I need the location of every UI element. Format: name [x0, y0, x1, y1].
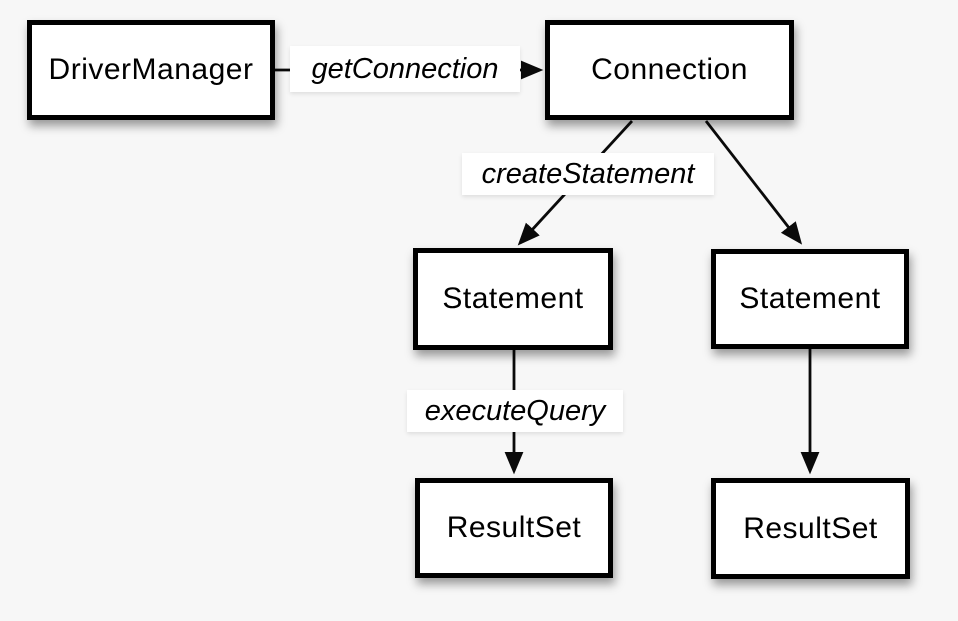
- node-resultset-right: ResultSet: [711, 478, 910, 579]
- node-statement-left-label: Statement: [442, 282, 584, 315]
- edge-label-getconnection: getConnection: [290, 46, 520, 92]
- arrow-connection-to-statement-right: [704, 120, 803, 245]
- node-connection: Connection: [545, 20, 794, 120]
- node-statement-right: Statement: [711, 249, 909, 349]
- node-statement-left: Statement: [413, 248, 613, 350]
- node-statement-right-label: Statement: [739, 282, 881, 315]
- node-connection-label: Connection: [591, 53, 748, 86]
- node-driver-manager-label: DriverManager: [48, 53, 254, 86]
- node-resultset-left-label: ResultSet: [446, 511, 582, 544]
- node-resultset-right-label: ResultSet: [743, 511, 878, 545]
- edge-label-executequery: executeQuery: [407, 390, 623, 432]
- edge-label-createstatement: createStatement: [462, 153, 714, 195]
- node-driver-manager: DriverManager: [27, 20, 275, 120]
- node-resultset-left: ResultSet: [415, 478, 613, 578]
